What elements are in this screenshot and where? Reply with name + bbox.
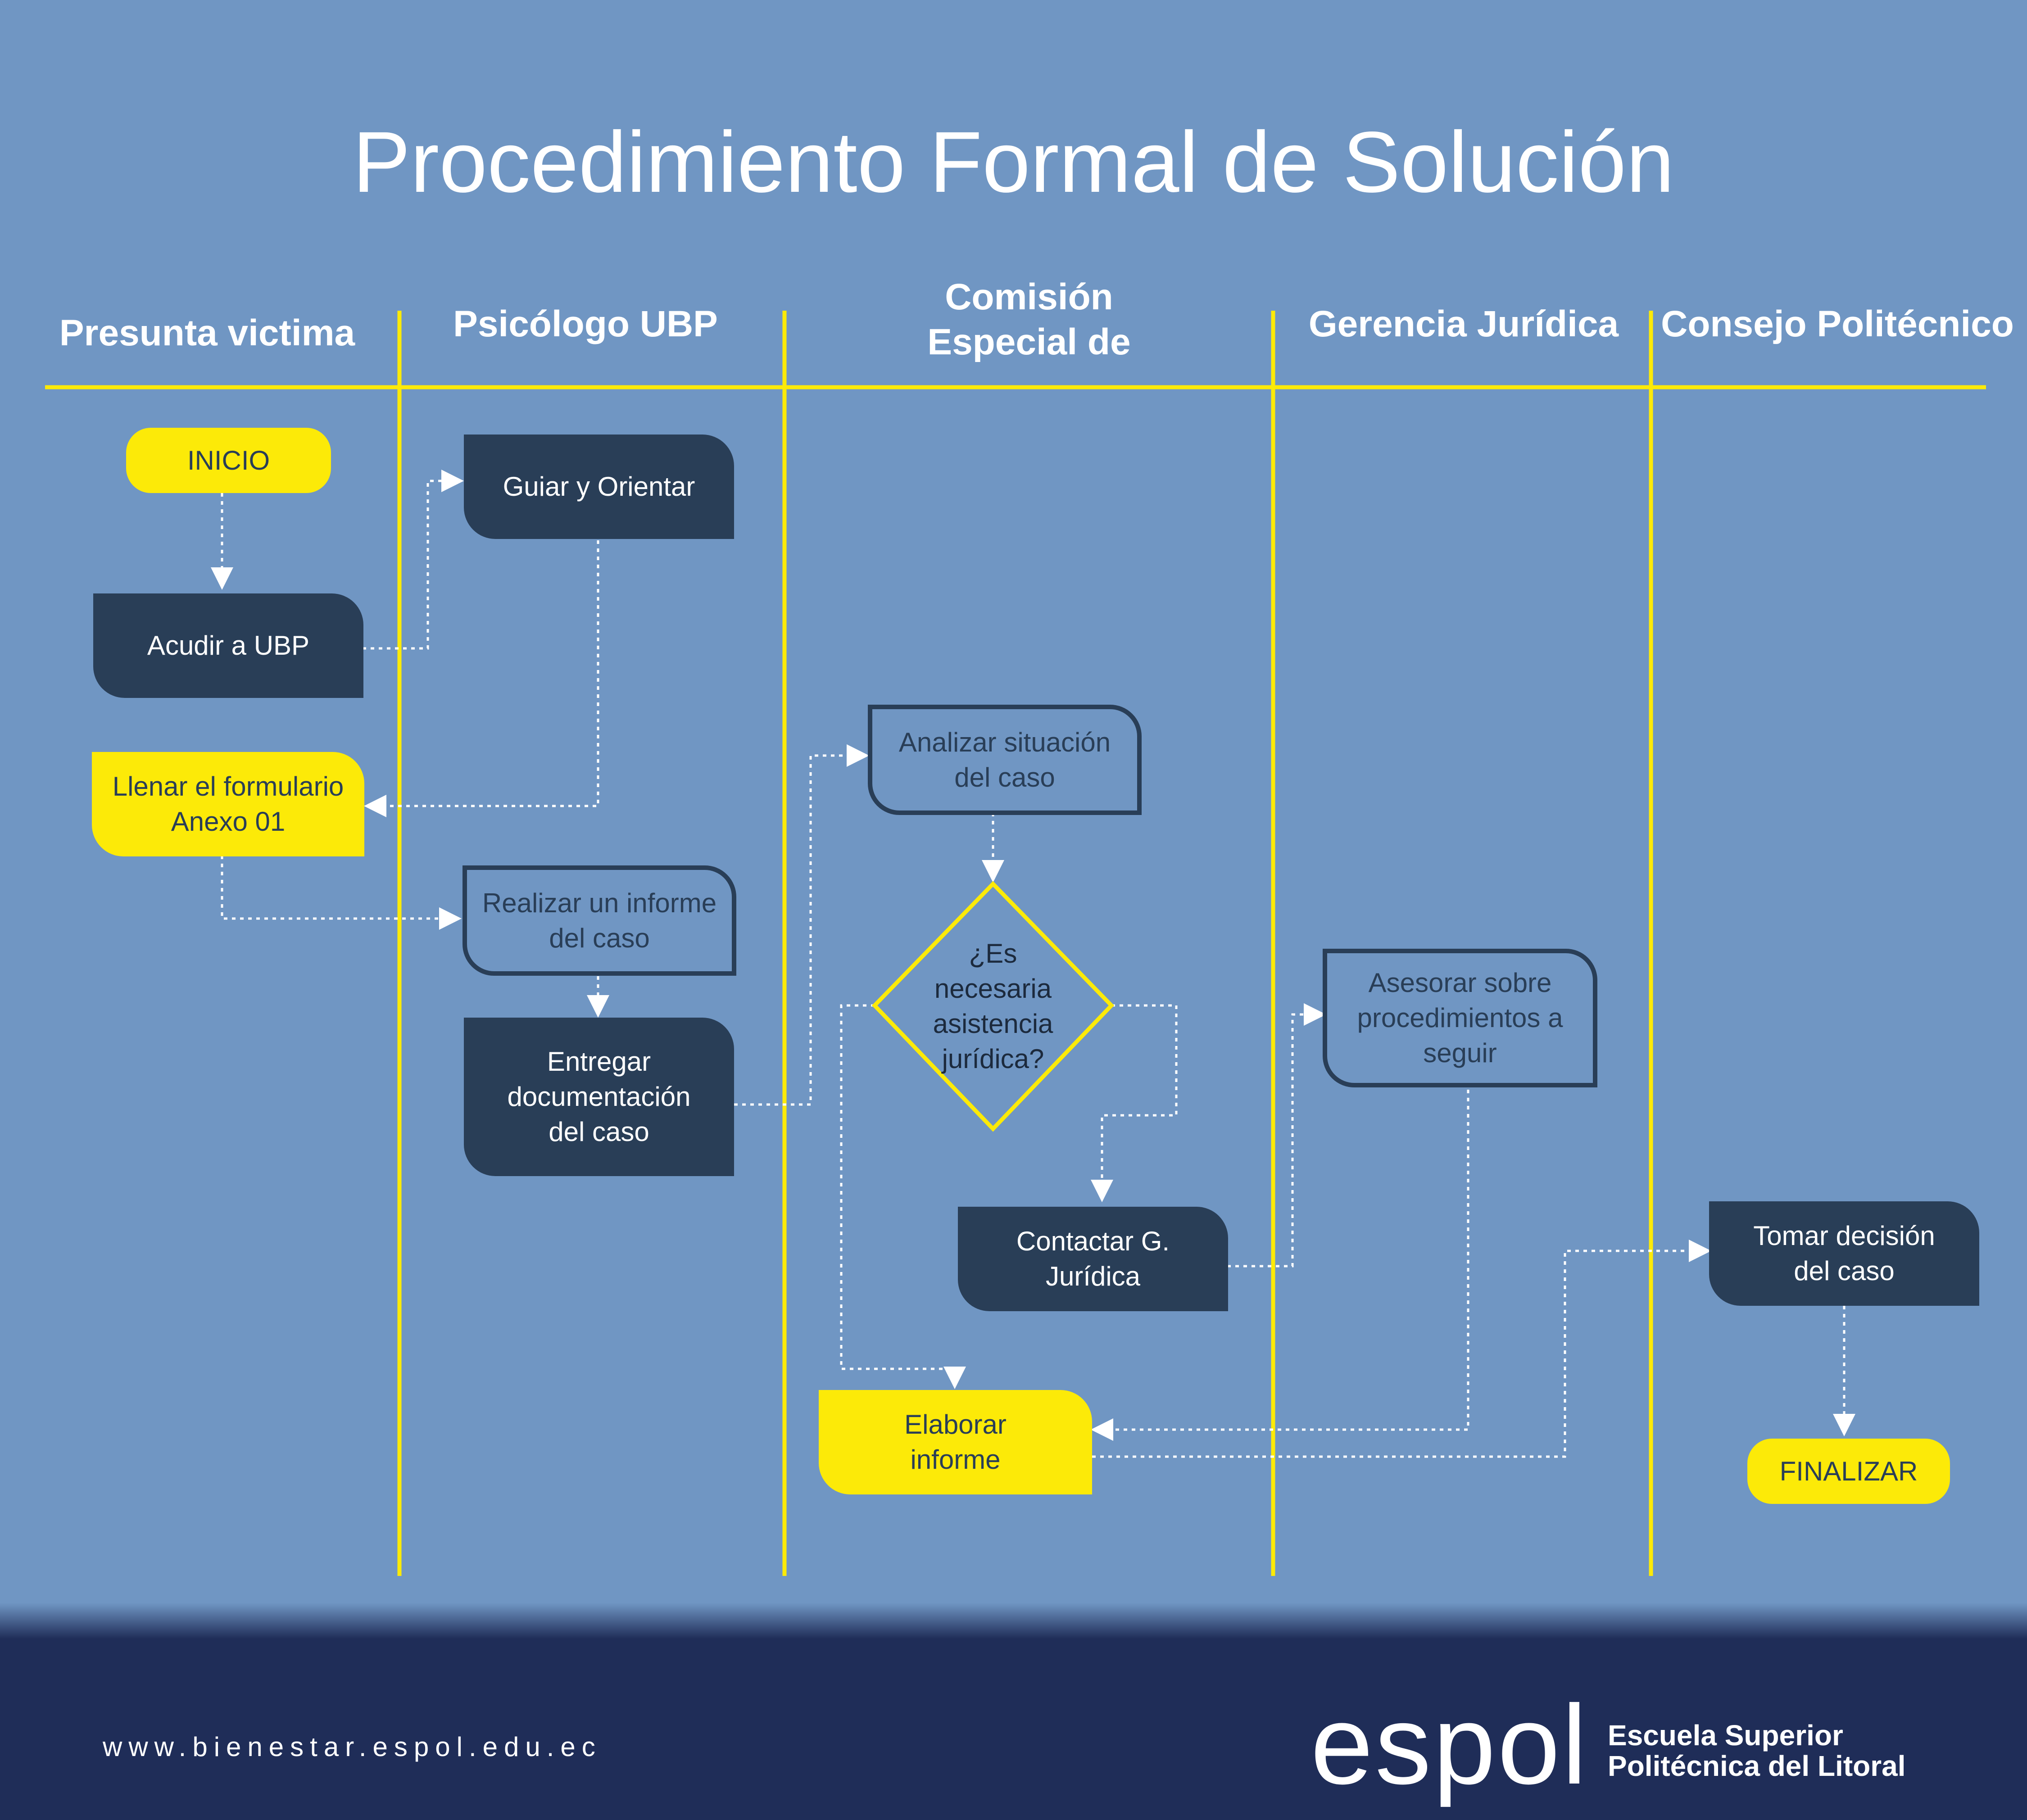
connectors	[211, 470, 1855, 1458]
step-realizar-informe: Realizar un informe del caso	[463, 865, 736, 976]
footer-fade	[0, 1603, 2027, 1639]
step-elaborar-informe: Elaborar informe	[819, 1390, 1092, 1494]
step-asesorar-procedimientos: Asesorar sobre procedimientos a seguir	[1323, 949, 1597, 1087]
institution-name: Escuela Superior Politécnica del Litoral	[1608, 1719, 1906, 1782]
website-link[interactable]: www.bienestar.espol.edu.ec	[103, 1732, 602, 1762]
step-entregar-documentacion: Entregar documentación del caso	[464, 1018, 734, 1176]
decision-diamond	[871, 881, 1115, 1132]
step-contactar-juridica: Contactar G. Jurídica	[958, 1207, 1228, 1311]
connector-contactar-asesorar	[1227, 1003, 1326, 1268]
lane-lines	[45, 311, 1986, 1576]
connector-guiar-llenar	[364, 540, 599, 817]
connector-elaborar-tomar	[1092, 1240, 1711, 1458]
espol-logo: espol	[1311, 1682, 1589, 1807]
decision-question: ¿Es necesaria asistencia jurídica?	[933, 938, 1053, 1074]
step-analizar-situacion: Analizar situación del caso	[868, 705, 1142, 815]
step-tomar-decision: Tomar decisión del caso	[1709, 1201, 1979, 1306]
start-pill: INICIO	[126, 428, 331, 493]
lane-header-consejo-politecnico: Consejo Politécnico	[1661, 303, 2014, 344]
lane-header-presunta-victima: Presunta victima	[59, 312, 355, 353]
page-title: Procedimiento Formal de Solución	[353, 113, 1674, 210]
footer	[0, 1639, 2027, 1820]
step-acudir-ubp: Acudir a UBP	[93, 593, 363, 698]
connector-acudir-guiar	[363, 470, 464, 650]
connector-decision-contactar	[1091, 1004, 1178, 1202]
step-llenar-formulario: Llenar el formulario Anexo 01	[92, 752, 364, 856]
lane-header-gerencia-juridica: Gerencia Jurídica	[1308, 303, 1619, 344]
connector-entregar-analizar	[734, 744, 869, 1106]
step-guiar-orientar: Guiar y Orientar	[464, 435, 734, 539]
lane-header-comision-especial: Comisión Especial de	[927, 276, 1131, 362]
end-pill: FINALIZAR	[1747, 1439, 1950, 1504]
connector-llenar-realizar	[221, 856, 462, 930]
lane-header-psicologo-ubp: Psicólogo UBP	[453, 303, 718, 344]
